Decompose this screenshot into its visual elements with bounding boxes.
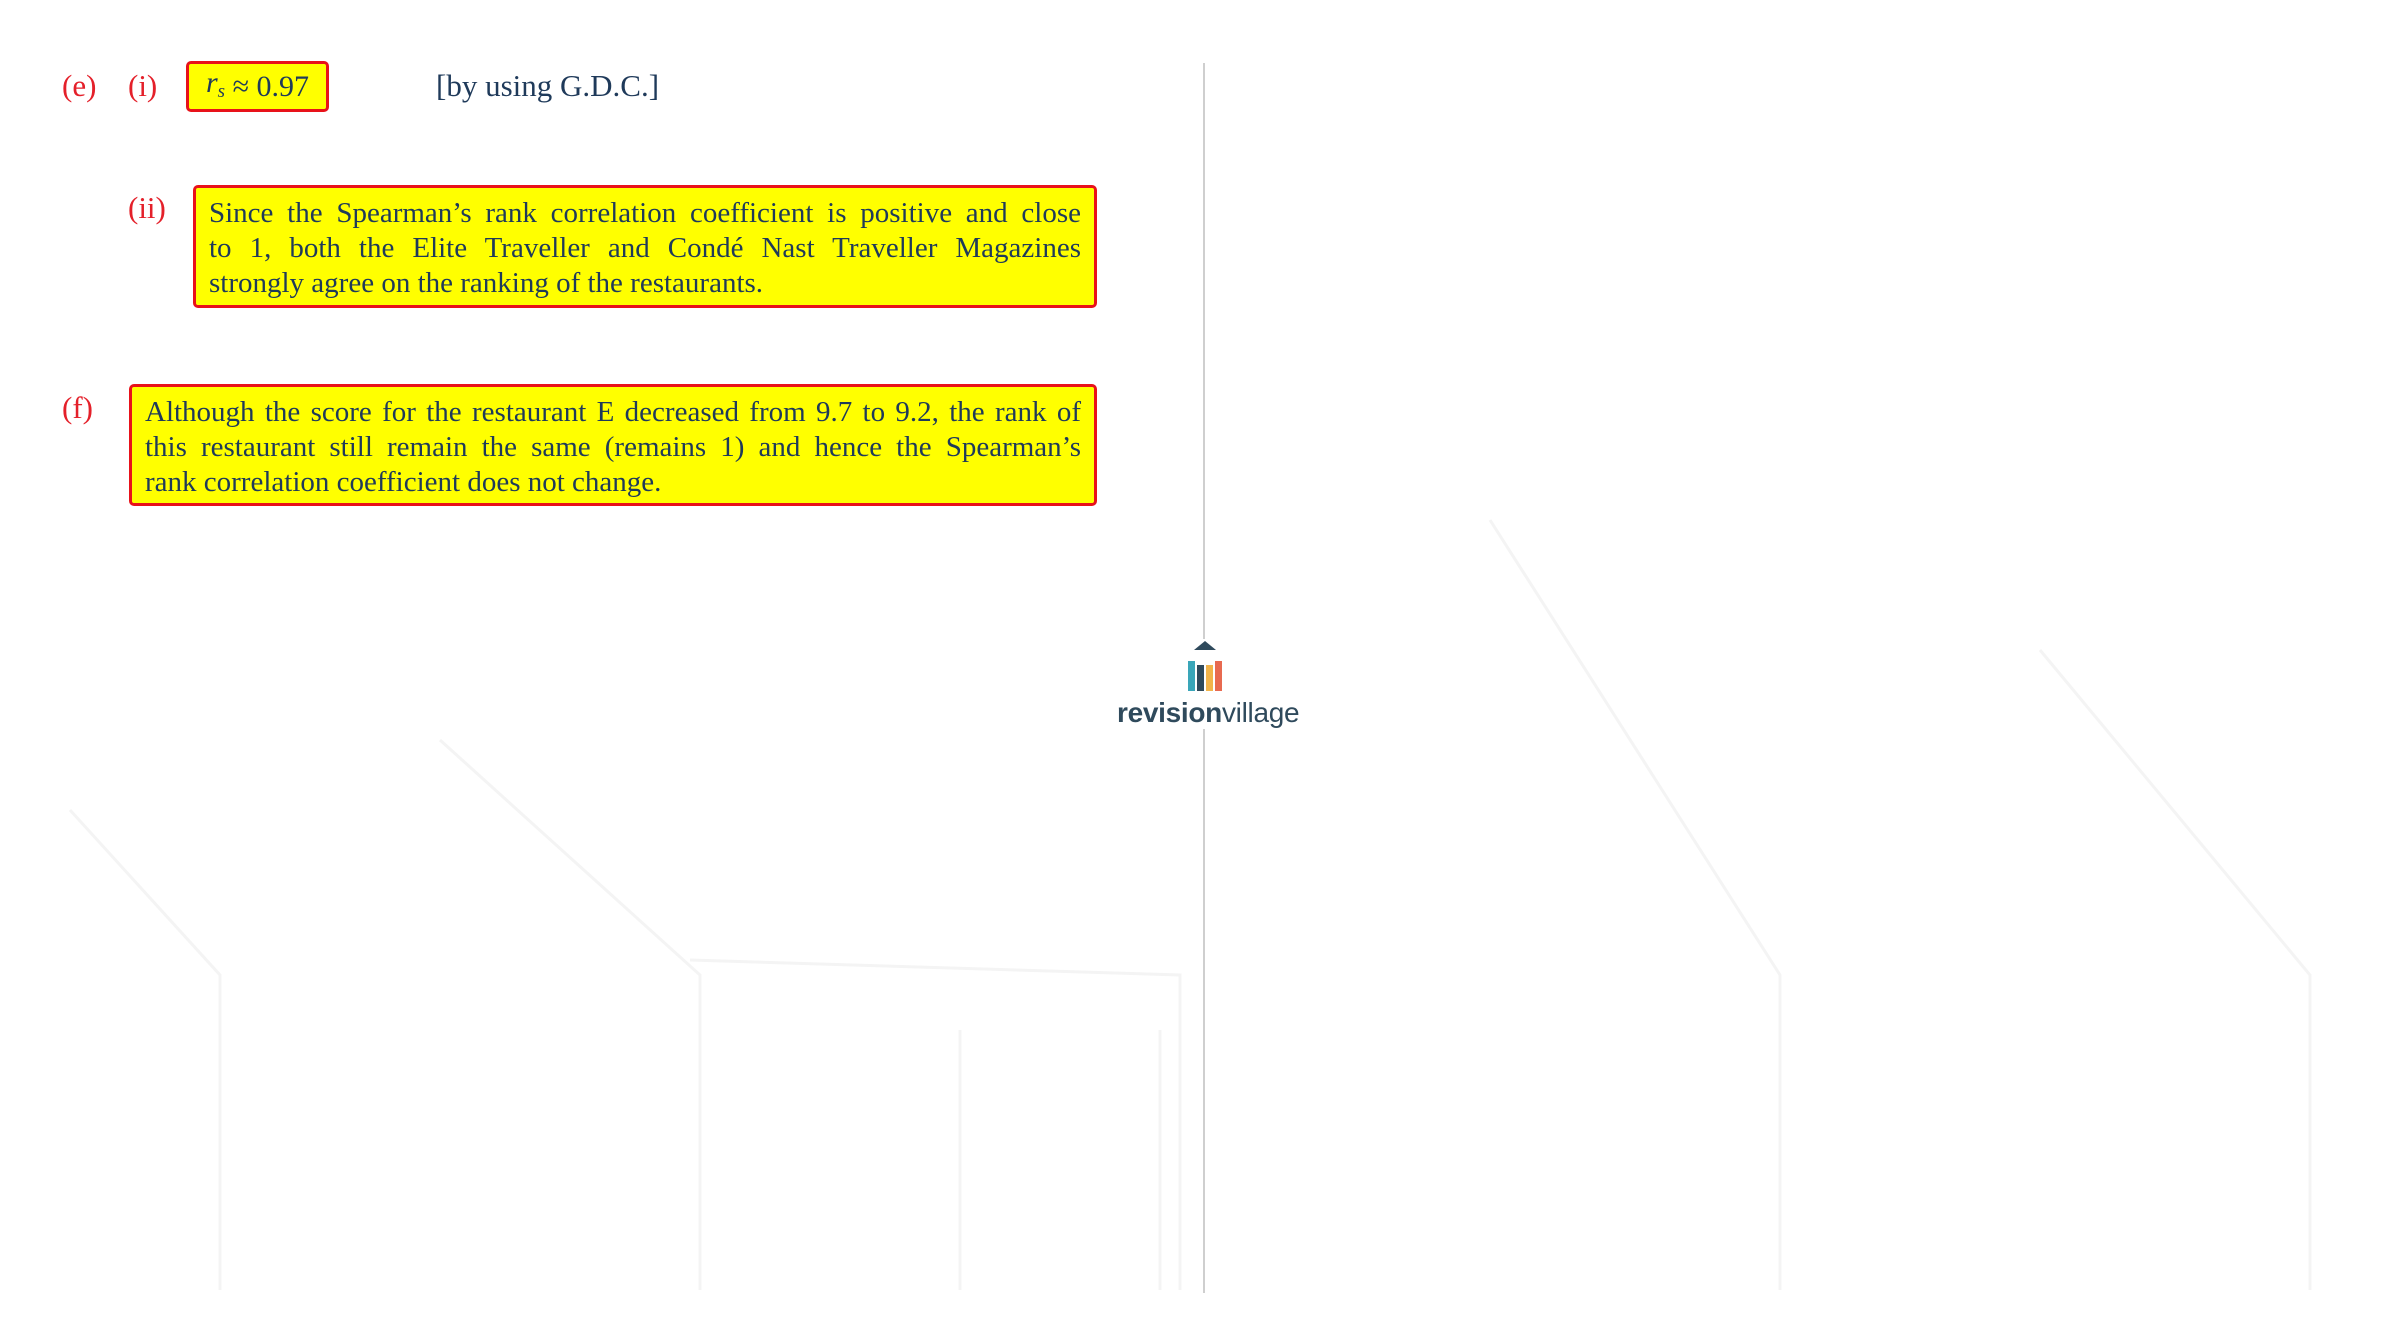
- part-e-i-answer-box: rs ≈ 0.97: [186, 61, 329, 112]
- answer-line: strongly agree on the ranking of the res…: [209, 267, 764, 299]
- answer-line: to 1, both the Elite Traveller and Condé…: [209, 232, 1081, 264]
- rs-value: ≈ 0.97: [232, 70, 310, 103]
- logo-icon: [1188, 641, 1222, 691]
- answer-line: Although the score for the restaurant E …: [145, 396, 1081, 428]
- part-e-label: (e): [62, 68, 97, 103]
- part-e-i-label: (i): [128, 68, 158, 103]
- gdc-note: [by using G.D.C.]: [436, 68, 660, 103]
- part-e-ii-answer-box: Since the Spearman’s rank correlation co…: [193, 185, 1097, 308]
- logo-wordmark: revisionvillage: [1117, 697, 1300, 728]
- answer-line: rank correlation coefficient does not ch…: [145, 466, 662, 498]
- part-f-answer-box: Although the score for the restaurant E …: [129, 384, 1097, 506]
- revision-village-logo: revisionvillage: [1117, 639, 1300, 729]
- answer-line: this restaurant still remain the same (r…: [145, 431, 1081, 463]
- rs-symbol: rs: [205, 65, 226, 102]
- part-e-ii-label: (ii): [128, 190, 166, 225]
- part-f-label: (f): [62, 390, 93, 425]
- answer-line: Since the Spearman’s rank correlation co…: [209, 197, 1081, 229]
